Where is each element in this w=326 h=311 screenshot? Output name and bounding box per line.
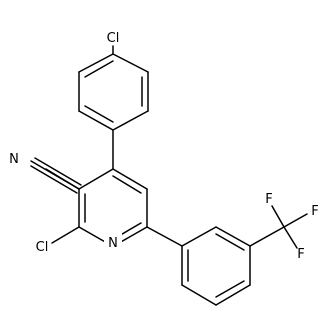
bond <box>84 105 114 123</box>
c-cl-bond <box>51 226 80 244</box>
bond <box>215 280 245 298</box>
atom-label-f-right: F <box>311 204 318 219</box>
nitrile-group <box>30 157 82 194</box>
bond <box>283 213 308 228</box>
bond <box>78 226 108 244</box>
bond <box>215 226 251 247</box>
bond <box>112 175 142 194</box>
atom-label-f-top: F <box>265 192 272 207</box>
bond <box>34 157 82 186</box>
bond <box>84 60 114 78</box>
atom-label-n-ring: N <box>108 236 118 251</box>
nitrile-n-mask <box>2 147 28 169</box>
atom-label-f-bottom: F <box>297 247 304 262</box>
trifluoromethyl-group <box>249 205 308 249</box>
atom-label-cl-left: Cl <box>36 240 49 255</box>
chlorophenyl-ring <box>78 45 149 131</box>
bond <box>78 168 114 190</box>
bond <box>78 110 114 131</box>
bond <box>215 284 251 306</box>
ring-n-mask <box>104 232 122 252</box>
bond <box>30 160 80 190</box>
atom-label-cl-top: Cl <box>107 31 120 46</box>
bond <box>78 53 114 73</box>
bond <box>112 168 148 190</box>
atom-label-n-nitrile: N <box>9 152 19 167</box>
bond <box>112 110 149 131</box>
bond <box>283 226 298 249</box>
bond <box>30 165 78 194</box>
bond <box>181 226 217 247</box>
bond <box>215 233 245 251</box>
aryl-link-bond <box>146 226 183 247</box>
bond <box>118 226 148 244</box>
bond <box>249 226 285 247</box>
trifluoromethylphenyl-ring <box>181 226 251 306</box>
pyridine-ring <box>78 168 148 244</box>
bond <box>112 53 149 73</box>
bond <box>271 205 285 228</box>
bond <box>181 284 217 306</box>
